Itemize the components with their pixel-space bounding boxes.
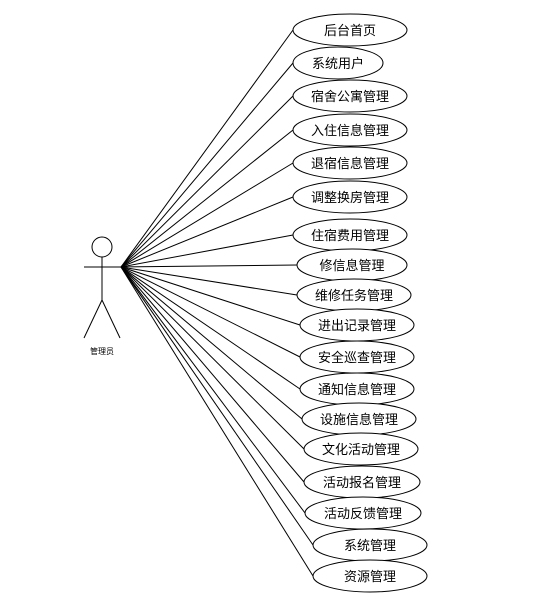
use-case-label: 退宿信息管理 (311, 156, 389, 172)
use-case-label: 后台首页 (324, 24, 376, 39)
use-case: 活动报名管理 (303, 465, 421, 499)
association-line (120, 266, 306, 514)
association-line (120, 266, 314, 577)
association-line (120, 266, 305, 450)
use-case: 调整换房管理 (292, 180, 408, 214)
use-case: 系统用户 (292, 46, 384, 80)
association-lines (120, 29, 314, 577)
use-case-label: 系统管理 (344, 539, 396, 554)
use-case: 文化活动管理 (303, 432, 419, 466)
use-case: 后台首页 (292, 13, 408, 47)
association-line (120, 29, 294, 268)
use-case: 入住信息管理 (292, 113, 408, 147)
use-case-label: 系统用户 (312, 56, 364, 72)
association-line (120, 266, 298, 296)
use-case-label: 安全巡查管理 (318, 350, 396, 366)
use-case-ellipse (292, 180, 408, 214)
association-line (120, 129, 294, 268)
association-line (120, 266, 301, 326)
use-case: 设施信息管理 (301, 402, 417, 436)
use-case-label: 调整换房管理 (311, 190, 389, 206)
use-case: 系统管理 (312, 528, 428, 562)
use-case: 住宿费用管理 (292, 218, 408, 252)
use-case-ellipse (292, 146, 408, 180)
use-case: 进出记录管理 (299, 308, 415, 342)
use-case: 通知信息管理 (299, 372, 415, 406)
association-line (120, 162, 294, 268)
association-line (120, 266, 305, 483)
use-case-ellipse (292, 113, 408, 147)
use-case: 修信息管理 (296, 248, 408, 282)
use-case-label: 活动报名管理 (323, 475, 401, 491)
use-case-ellipse (292, 46, 384, 80)
use-case-ellipse (292, 13, 408, 47)
association-line (120, 266, 303, 420)
use-case-label: 设施信息管理 (320, 412, 398, 428)
use-case-label: 入住信息管理 (311, 123, 389, 139)
use-case-label: 修信息管理 (319, 258, 384, 274)
use-case-label: 进出记录管理 (318, 319, 396, 334)
use-case-ellipse (303, 432, 419, 466)
association-line (120, 266, 301, 358)
association-line (120, 266, 301, 390)
use-case-label: 住宿费用管理 (311, 228, 389, 244)
use-case: 退宿信息管理 (292, 146, 408, 180)
use-case: 宿舍公寓管理 (292, 79, 408, 113)
use-case-list: 后台首页系统用户宿舍公寓管理入住信息管理退宿信息管理调整换房管理住宿费用管理修信… (292, 13, 428, 593)
use-case-label: 维修任务管理 (315, 288, 393, 304)
use-case: 安全巡查管理 (299, 340, 415, 374)
association-line (120, 62, 294, 268)
association-line (120, 266, 314, 546)
use-case: 活动反馈管理 (304, 496, 422, 530)
use-case-ellipse (292, 79, 408, 113)
use-case: 资源管理 (312, 559, 428, 593)
association-line (120, 196, 294, 268)
actor-head (91, 236, 113, 258)
use-case-label: 文化活动管理 (322, 443, 400, 458)
actor-figure: 管理员 (83, 236, 121, 356)
actor-left-leg (83, 299, 103, 339)
association-line (120, 264, 298, 268)
use-case: 维修任务管理 (296, 278, 412, 312)
use-case-ellipse (312, 559, 428, 593)
use-case-label: 资源管理 (344, 570, 396, 585)
association-line (120, 234, 294, 268)
actor-right-leg (101, 299, 121, 339)
use-case-label: 宿舍公寓管理 (311, 89, 389, 105)
use-case-label: 活动反馈管理 (324, 507, 402, 522)
actor-label: 管理员 (90, 346, 114, 356)
association-line (120, 95, 294, 268)
use-case-label: 通知信息管理 (318, 382, 396, 398)
